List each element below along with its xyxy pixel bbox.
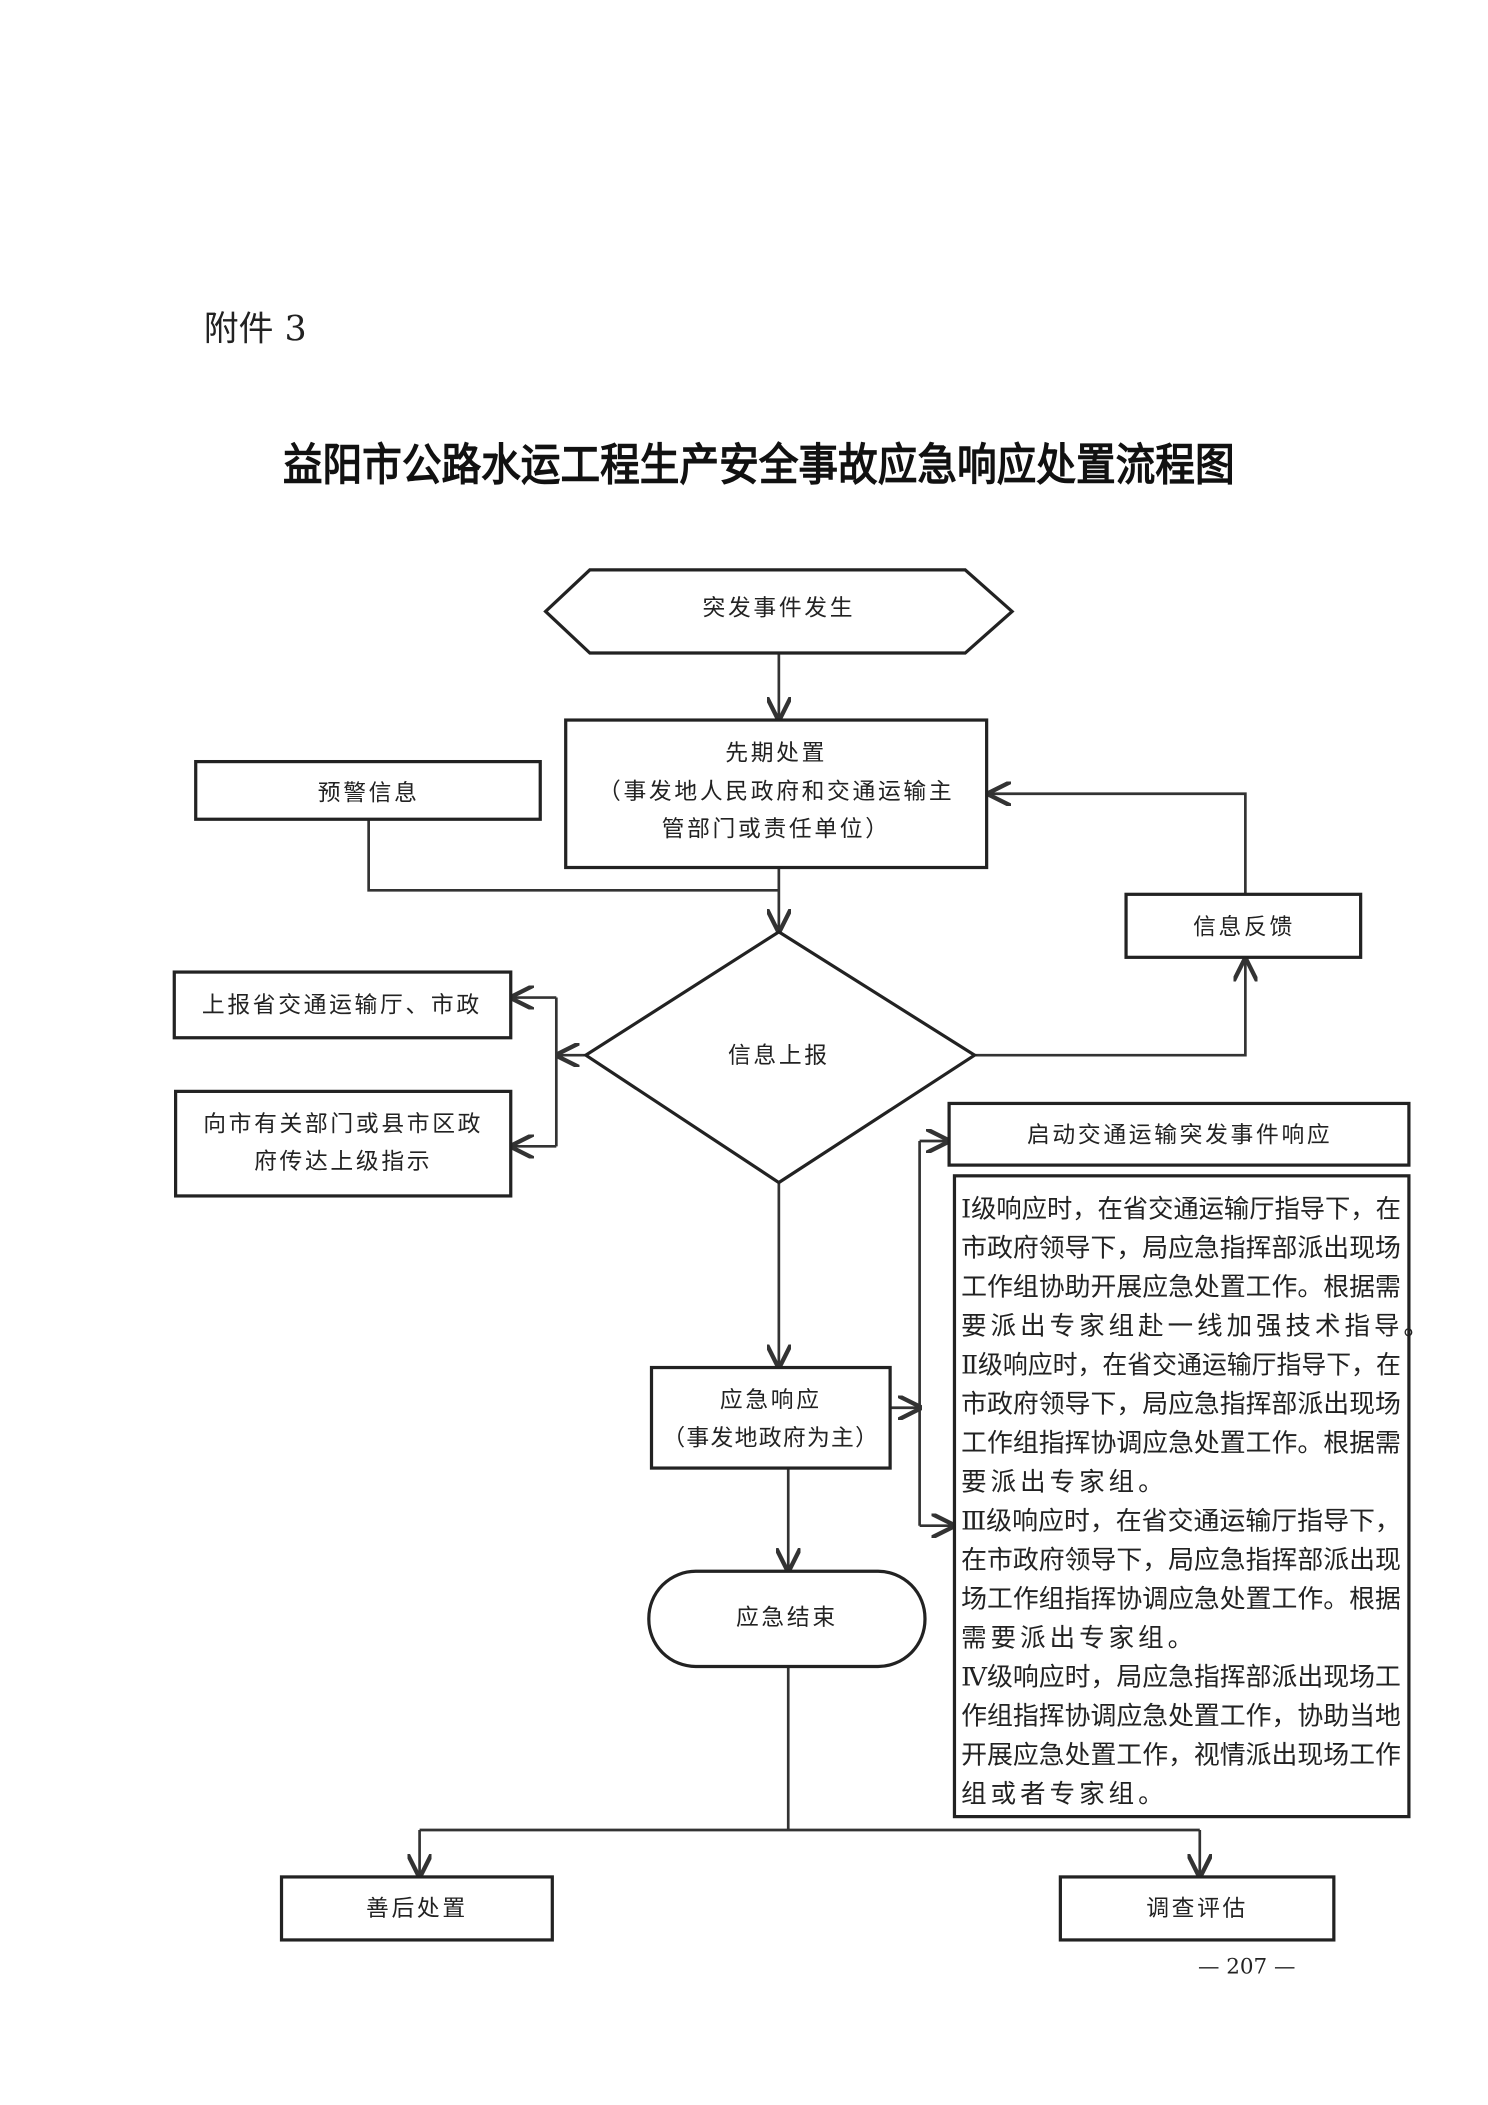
node-emergency-response: 应急响应 （事发地政府为主） bbox=[649, 1365, 892, 1470]
node-relay-instructions: 向市有关部门或县市区政 府传达上级指示 bbox=[174, 1089, 513, 1198]
response-level-line: 需要派出专家组。 bbox=[961, 1623, 1197, 1653]
svg-text:预警信息: 预警信息 bbox=[318, 780, 420, 806]
svg-text:信息反馈: 信息反馈 bbox=[1193, 915, 1295, 941]
node-launch-response: 启动交通运输突发事件响应 bbox=[947, 1101, 1411, 1167]
response-level-line: Ⅱ级响应时，在省交通运输厅指导下，在 bbox=[961, 1350, 1401, 1380]
connectors bbox=[367, 653, 1246, 1876]
node-response-levels: Ⅰ级响应时，在省交通运输厅指导下，在市政府领导下，局应急指挥部派出现场工作组协助… bbox=[952, 1174, 1433, 1819]
svg-text:信息上报: 信息上报 bbox=[728, 1043, 830, 1069]
page-number: — 207 — bbox=[1198, 1954, 1295, 1979]
svg-text:向市有关部门或县市区政: 向市有关部门或县市区政 bbox=[203, 1112, 483, 1138]
response-level-line: Ⅳ级响应时，局应急指挥部派出现场工 bbox=[961, 1663, 1401, 1693]
response-level-line: 工作组指挥协调应急处置工作。根据需 bbox=[961, 1428, 1401, 1458]
page-title: 益阳市公路水运工程生产安全事故应急响应处置流程图 bbox=[283, 440, 1235, 491]
svg-text:应急响应: 应急响应 bbox=[720, 1388, 822, 1414]
response-level-line: 开展应急处置工作，视情派出现场工作 bbox=[961, 1741, 1401, 1771]
response-level-line: 市政府领导下，局应急指挥部派出现场 bbox=[961, 1389, 1401, 1419]
svg-text:上报省交通运输厅、市政: 上报省交通运输厅、市政 bbox=[202, 992, 482, 1018]
node-report-decision: 信息上报 bbox=[582, 929, 978, 1185]
svg-text:先期处置: 先期处置 bbox=[725, 740, 827, 766]
attachment-label: 附件 3 bbox=[204, 310, 307, 350]
svg-text:（事发地政府为主）: （事发地政府为主） bbox=[662, 1425, 879, 1451]
node-aftermath: 善后处置 bbox=[279, 1875, 554, 1942]
response-level-line: Ⅰ级响应时，在省交通运输厅指导下，在 bbox=[961, 1194, 1401, 1224]
node-report-up: 上报省交通运输厅、市政 bbox=[172, 970, 513, 1040]
node-feedback: 信息反馈 bbox=[1124, 892, 1363, 959]
response-level-line: 要派出专家组。 bbox=[961, 1467, 1167, 1497]
svg-text:调查评估: 调查评估 bbox=[1146, 1896, 1248, 1922]
svg-text:善后处置: 善后处置 bbox=[366, 1896, 468, 1922]
svg-text:启动交通运输突发事件响应: 启动交通运输突发事件响应 bbox=[1027, 1122, 1332, 1148]
svg-text:府传达上级指示: 府传达上级指示 bbox=[254, 1149, 432, 1175]
node-investigation: 调查评估 bbox=[1058, 1875, 1336, 1942]
svg-text:应急结束: 应急结束 bbox=[736, 1605, 838, 1631]
response-level-line: 组或者专家组。 bbox=[961, 1780, 1167, 1810]
response-level-line: 在市政府领导下，局应急指挥部派出现 bbox=[961, 1545, 1401, 1575]
node-emergency-end: 应急结束 bbox=[647, 1569, 927, 1669]
svg-text:（事发地人民政府和交通运输主: （事发地人民政府和交通运输主 bbox=[598, 779, 954, 805]
node-warning-info: 预警信息 bbox=[194, 759, 542, 821]
node-incident: 突发事件发生 bbox=[543, 568, 1015, 655]
svg-text:管部门或责任单位）: 管部门或责任单位） bbox=[662, 817, 891, 843]
response-level-line: 要派出专家组赴一线加强技术指导。 bbox=[961, 1311, 1433, 1341]
response-level-line: 工作组协助开展应急处置工作。根据需 bbox=[961, 1272, 1401, 1302]
response-level-line: 市政府领导下，局应急指挥部派出现场 bbox=[961, 1233, 1401, 1263]
response-level-line: 作组指挥协调应急处置工作，协助当地 bbox=[961, 1702, 1401, 1732]
svg-text:突发事件发生: 突发事件发生 bbox=[703, 595, 856, 621]
response-level-line: 场工作组指挥协调应急处置工作。根据 bbox=[961, 1584, 1401, 1614]
response-level-line: Ⅲ级响应时，在省交通运输厅指导下， bbox=[961, 1506, 1401, 1536]
node-initial-handling: 先期处置 （事发地人民政府和交通运输主 管部门或责任单位） bbox=[564, 718, 989, 870]
